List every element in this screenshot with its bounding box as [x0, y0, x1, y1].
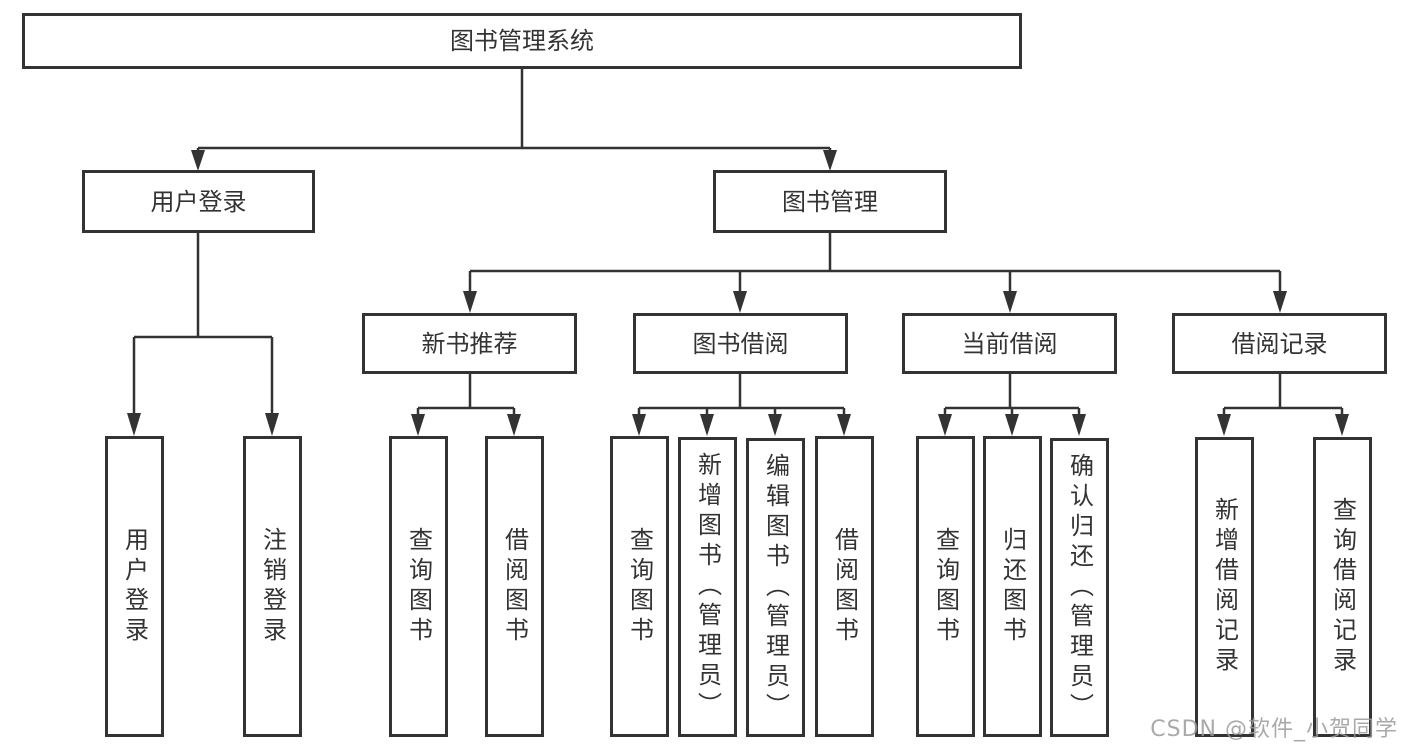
- leaf-borrow-books-recommend: 借阅图书: [485, 436, 544, 737]
- leaf-return-book: 归还图书: [983, 436, 1042, 737]
- node-new-book-recommend: 新书推荐: [362, 313, 577, 374]
- node-root: 图书管理系统: [22, 13, 1022, 69]
- leaf-edit-book-admin: 编辑图书（管理员）: [746, 438, 805, 737]
- leaf-query-books-current: 查询图书: [916, 436, 975, 737]
- connector-paths: [132, 69, 1344, 416]
- csdn-watermark: CSDN @软件_小贺同学: [1150, 717, 1398, 742]
- node-user-login: 用户登录: [82, 170, 315, 233]
- leaf-confirm-return-admin: 确认归还（管理员）: [1050, 438, 1109, 737]
- node-book-borrow: 图书借阅: [633, 313, 848, 374]
- node-borrow-records: 借阅记录: [1172, 313, 1387, 374]
- leaf-logout: 注销登录: [243, 436, 302, 737]
- node-book-management: 图书管理: [713, 170, 947, 233]
- leaf-query-borrow-record: 查询借阅记录: [1313, 437, 1372, 737]
- leaf-add-borrow-record: 新增借阅记录: [1195, 437, 1254, 737]
- arrowheads: [127, 150, 1349, 436]
- node-current-borrow: 当前借阅: [902, 313, 1117, 374]
- leaf-add-book-admin: 新增图书（管理员）: [678, 437, 737, 737]
- leaf-borrow-books: 借阅图书: [815, 436, 874, 737]
- leaf-query-books-recommend: 查询图书: [389, 436, 448, 737]
- leaf-query-books-borrow: 查询图书: [610, 436, 669, 737]
- leaf-user-login: 用户登录: [105, 436, 164, 737]
